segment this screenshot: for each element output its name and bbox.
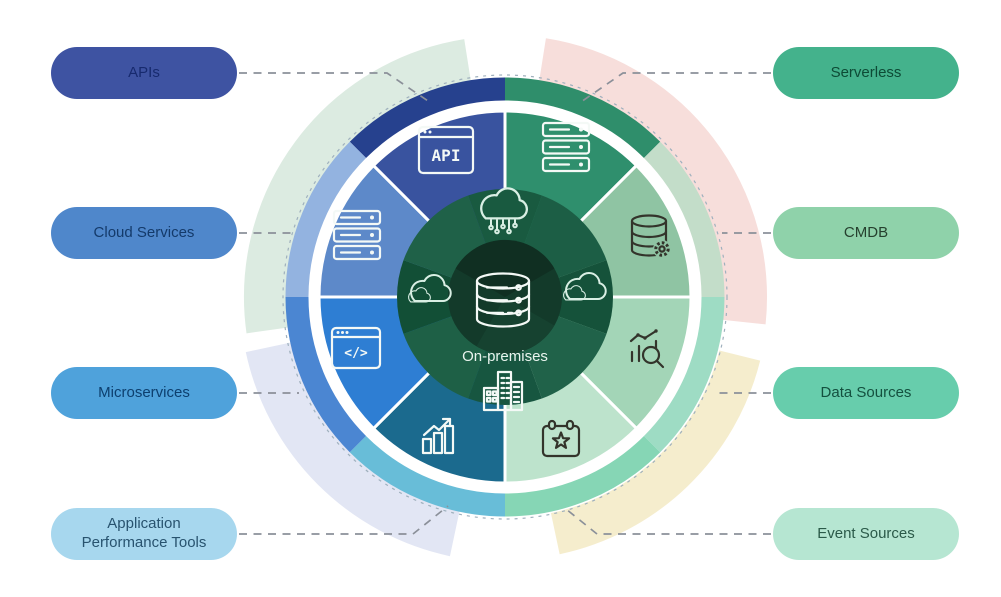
pill-application-performance-tools: Application Performance Tools [51, 508, 237, 560]
pill-cmdb-label: CMDB [843, 223, 889, 241]
database-icon [475, 272, 531, 328]
buildings-icon [482, 370, 524, 412]
api-window-icon: API [417, 125, 475, 175]
growth-chart-icon [421, 417, 455, 455]
pill-microservices-label: Microservices [98, 383, 190, 401]
database-gear-icon [630, 214, 671, 258]
pill-data-sources-label: Data Sources [820, 383, 912, 401]
pill-serverless-label: Serverless [830, 63, 902, 81]
pill-application-performance-tools-label: Application Performance Tools [81, 515, 207, 551]
center-label: On-premises [462, 348, 548, 365]
center-circle [448, 239, 562, 355]
pill-cmdb: CMDB [773, 207, 959, 259]
pill-cloud-services: Cloud Services [51, 207, 237, 259]
pill-microservices: Microservices [51, 367, 237, 419]
calendar-star-icon [541, 419, 581, 458]
server-rack-icon [541, 121, 591, 173]
pill-event-sources-label: Event Sources [817, 524, 915, 542]
dotted-outline-circle [282, 74, 728, 520]
ring-arc-blue [285, 296, 367, 453]
pill-cloud-services-label: Cloud Services [93, 223, 195, 241]
cloud-icon [563, 272, 607, 301]
pill-apis-label: APIs [128, 63, 160, 81]
pill-data-sources: Data Sources [773, 367, 959, 419]
code-text: </> [344, 346, 368, 361]
code-window-icon: </> [330, 326, 382, 370]
ring-arc-sage [643, 141, 725, 298]
cloud-icon [408, 274, 452, 303]
cloud-network-icon [480, 187, 528, 235]
server-rack-icon [332, 209, 382, 261]
api-text: API [432, 146, 461, 165]
ring-arc-mint [504, 435, 661, 517]
chart-magnifier-icon [629, 329, 665, 369]
ring-arc-aqua [349, 435, 506, 517]
ring-arc-turquoise [643, 296, 725, 453]
ring-arc-navy [349, 77, 506, 159]
outer-ring [285, 77, 725, 517]
ring-arc-periwinkle [285, 141, 367, 298]
pill-apis: APIs [51, 47, 237, 99]
ring-arc-green [504, 77, 661, 159]
pill-serverless: Serverless [773, 47, 959, 99]
pill-event-sources: Event Sources [773, 508, 959, 560]
integration-wheel: API [244, 38, 768, 557]
